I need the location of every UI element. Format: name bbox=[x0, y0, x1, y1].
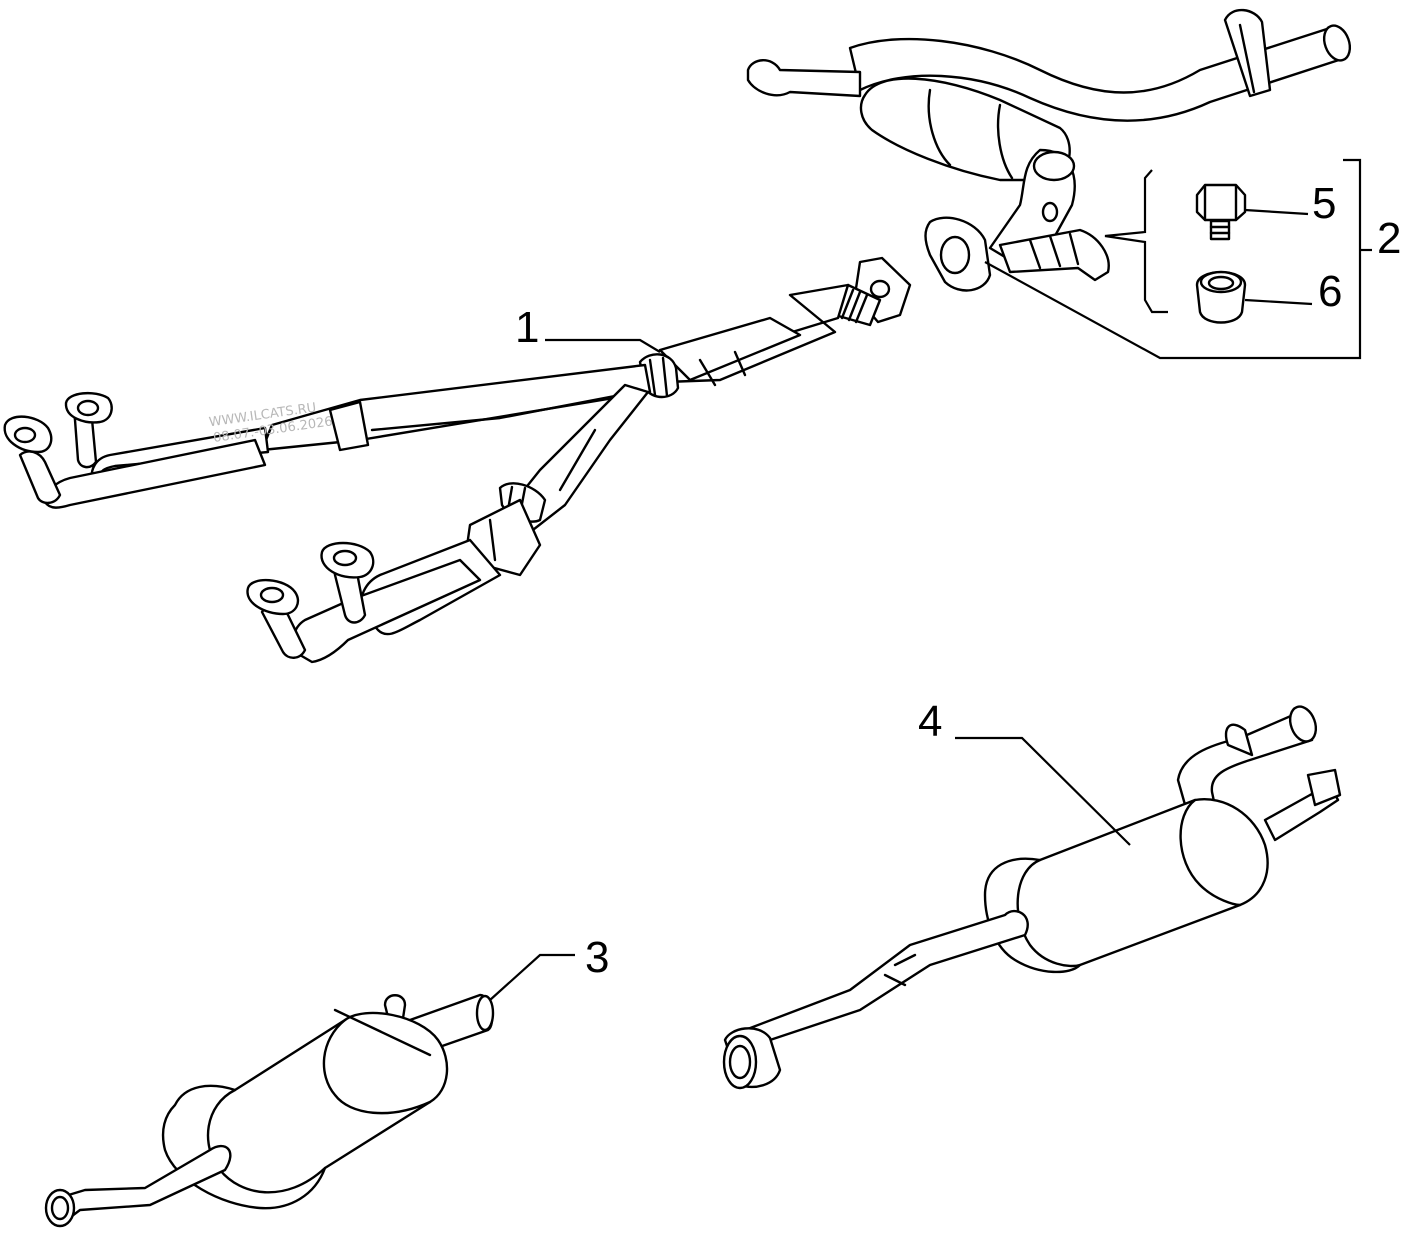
catalytic-converter-assembly[interactable] bbox=[746, 8, 1354, 292]
callout-6: 6 bbox=[1318, 267, 1342, 316]
leader-4 bbox=[955, 736, 1131, 846]
bracket-2 bbox=[984, 158, 1362, 360]
callout-labels: 1 2 3 4 5 6 bbox=[515, 179, 1401, 982]
bracket-5-6 bbox=[1104, 169, 1168, 314]
leader-5 bbox=[1244, 208, 1309, 216]
callout-4: 4 bbox=[918, 697, 942, 746]
leader-lines bbox=[489, 158, 1372, 1001]
part-4-rear-silencer[interactable] bbox=[722, 703, 1342, 1090]
callout-3: 3 bbox=[585, 933, 609, 982]
part-3-front-muffler[interactable] bbox=[44, 993, 495, 1228]
leader-1 bbox=[545, 338, 661, 353]
callout-2: 2 bbox=[1377, 214, 1401, 263]
part-6-sealing-ring[interactable] bbox=[1195, 270, 1247, 324]
callout-5: 5 bbox=[1312, 179, 1336, 228]
part-1-front-y-pipe[interactable] bbox=[3, 256, 912, 664]
part-5-sensor-plug[interactable] bbox=[1195, 183, 1247, 241]
callout-1: 1 bbox=[515, 303, 539, 352]
leader-3 bbox=[489, 953, 575, 1001]
leader-6 bbox=[1244, 298, 1313, 306]
